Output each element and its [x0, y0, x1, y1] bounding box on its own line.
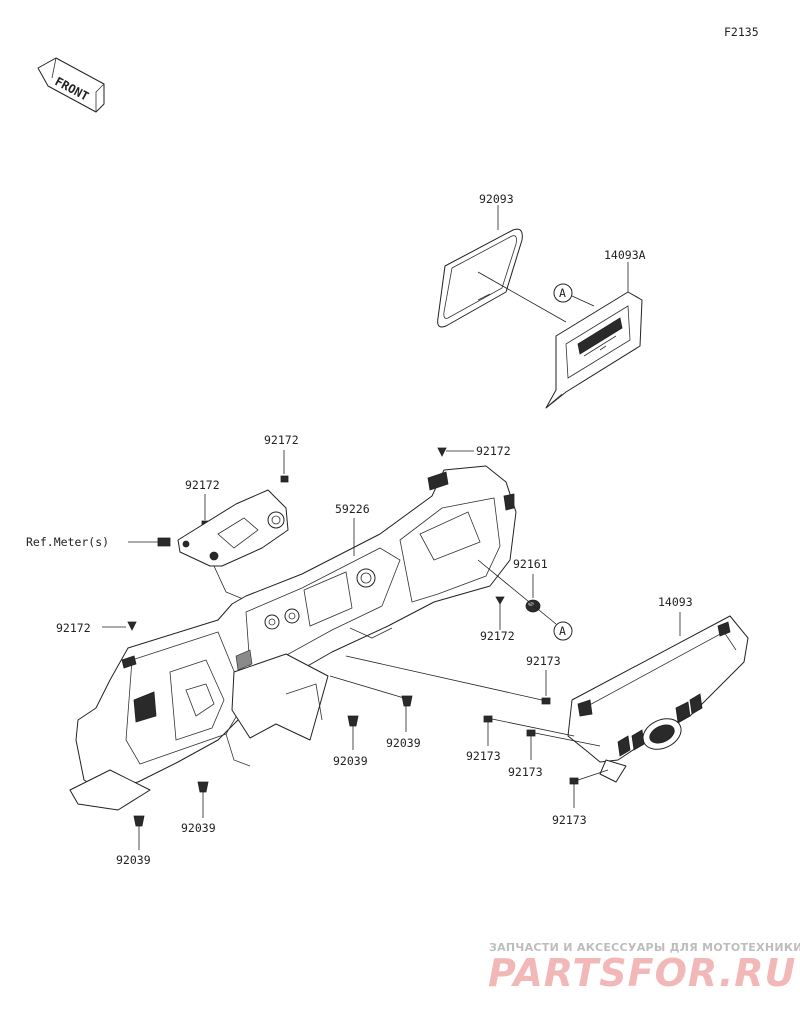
reference-a-bottom	[553, 621, 573, 641]
screw-92039-a	[401, 695, 413, 707]
figure-code: F2135	[724, 25, 759, 39]
clip-92172-right	[437, 447, 447, 457]
clip-92172-left	[127, 621, 137, 631]
callout-92039-a: 92039	[386, 736, 421, 750]
nut-92173-d	[569, 777, 579, 785]
ref-meter-label: Ref.Meter(s)	[26, 535, 109, 549]
meter-bracket	[177, 489, 289, 567]
circle-a-top-label: A	[559, 286, 566, 300]
nut-92173-b	[483, 715, 493, 723]
callout-14093: 14093	[658, 595, 693, 609]
watermark-brand: PARTSFOR.RU	[488, 951, 796, 995]
grommet-92161	[525, 599, 541, 613]
panel-14093A	[545, 291, 643, 409]
front-arrow-icon: FRONT	[37, 57, 105, 113]
circle-a-bottom-label: A	[559, 624, 566, 638]
callout-92173-d: 92173	[552, 813, 587, 827]
clip-92172-mid	[495, 596, 505, 605]
callout-14093A: 14093A	[604, 248, 646, 262]
callout-92172-left: 92172	[56, 621, 91, 635]
ref-meter-connector-icon	[157, 537, 171, 547]
callout-92172-upper: 92172	[264, 433, 299, 447]
callout-92173-b: 92173	[466, 749, 501, 763]
reference-a-top	[553, 283, 573, 303]
callout-92172-mid: 92172	[480, 629, 515, 643]
screw-92039-d	[133, 815, 145, 827]
watermark-tagline: ЗАПЧАСТИ И АКСЕССУАРЫ ДЛЯ МОТОТЕХНИКИ	[489, 941, 800, 954]
callout-92172-right: 92172	[476, 444, 511, 458]
callout-92161: 92161	[513, 557, 548, 571]
callout-59226: 59226	[335, 502, 370, 516]
callout-92173-c: 92173	[508, 765, 543, 779]
callout-92093: 92093	[479, 192, 514, 206]
callout-92039-d: 92039	[116, 853, 151, 867]
panel-14093	[567, 615, 749, 783]
callout-92039-b: 92039	[333, 754, 368, 768]
callout-92039-c: 92039	[181, 821, 216, 835]
clip-92172-upper	[280, 475, 289, 483]
screw-92039-c	[197, 781, 209, 793]
screw-92039-b	[347, 715, 359, 727]
nut-92173-c	[526, 729, 536, 737]
seal-92093	[437, 228, 523, 328]
callout-92172-bracket: 92172	[185, 478, 220, 492]
callout-92173-a: 92173	[526, 654, 561, 668]
nut-92173-a	[541, 697, 551, 705]
dashboard-59226	[69, 465, 517, 811]
